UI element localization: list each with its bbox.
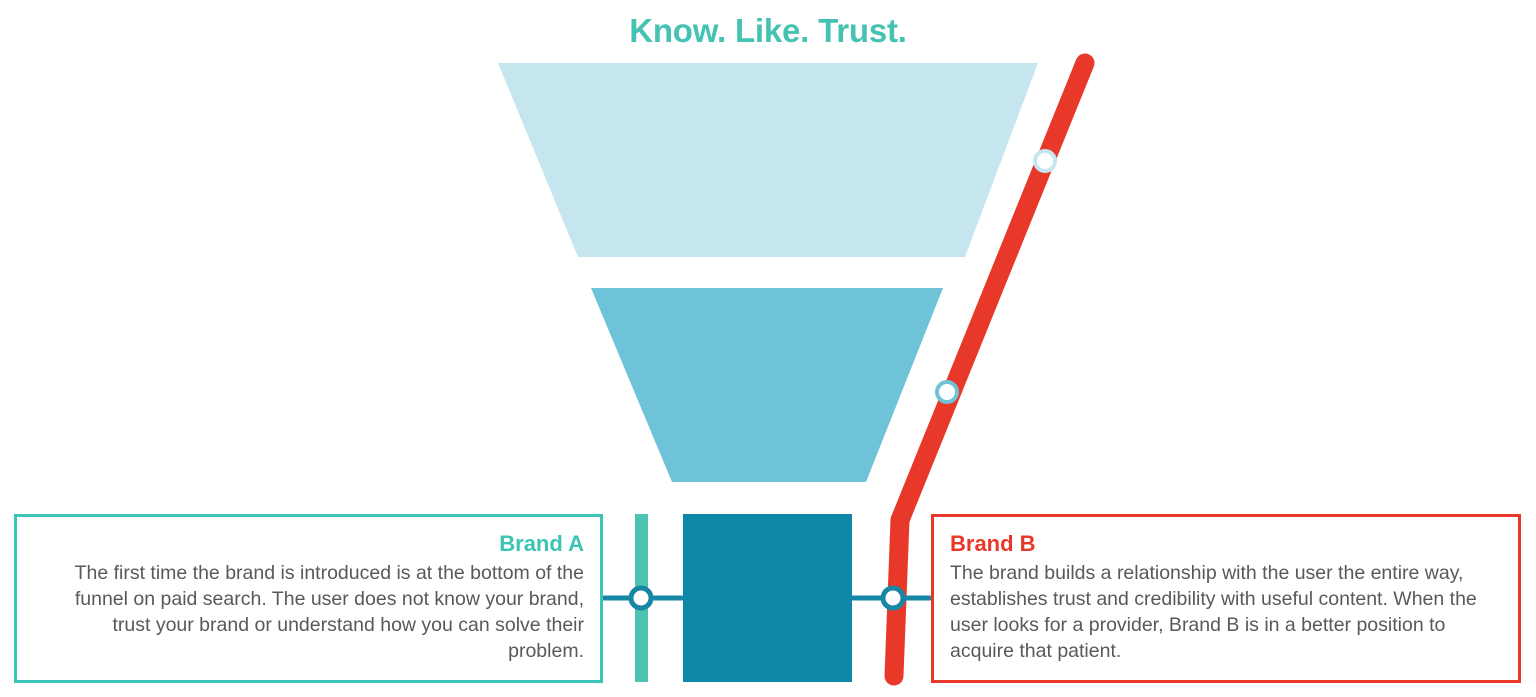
connector-node-left-icon	[628, 585, 654, 611]
page-title: Know. Like. Trust.	[629, 12, 907, 49]
brand-b-title: Brand B	[950, 531, 1036, 556]
brand-b-description: The brand builds a relationship with the…	[950, 562, 1477, 663]
funnel-stage-like	[591, 288, 943, 482]
brand-a-callout: Brand A The first time the brand is intr…	[14, 514, 603, 683]
funnel-stage-know	[498, 63, 1038, 257]
connector-node-right-icon	[880, 585, 906, 611]
brand-a-title: Brand A	[499, 531, 584, 556]
brand-b-callout: Brand B The brand builds a relationship …	[931, 514, 1521, 683]
brand-b-like-stage-marker-icon	[935, 380, 959, 404]
brand-a-description: The first time the brand is introduced i…	[74, 562, 584, 663]
brand-b-know-stage-marker-icon	[1033, 149, 1057, 173]
brand-b-path-line	[884, 53, 1095, 686]
funnel-stage-trust	[683, 514, 852, 682]
